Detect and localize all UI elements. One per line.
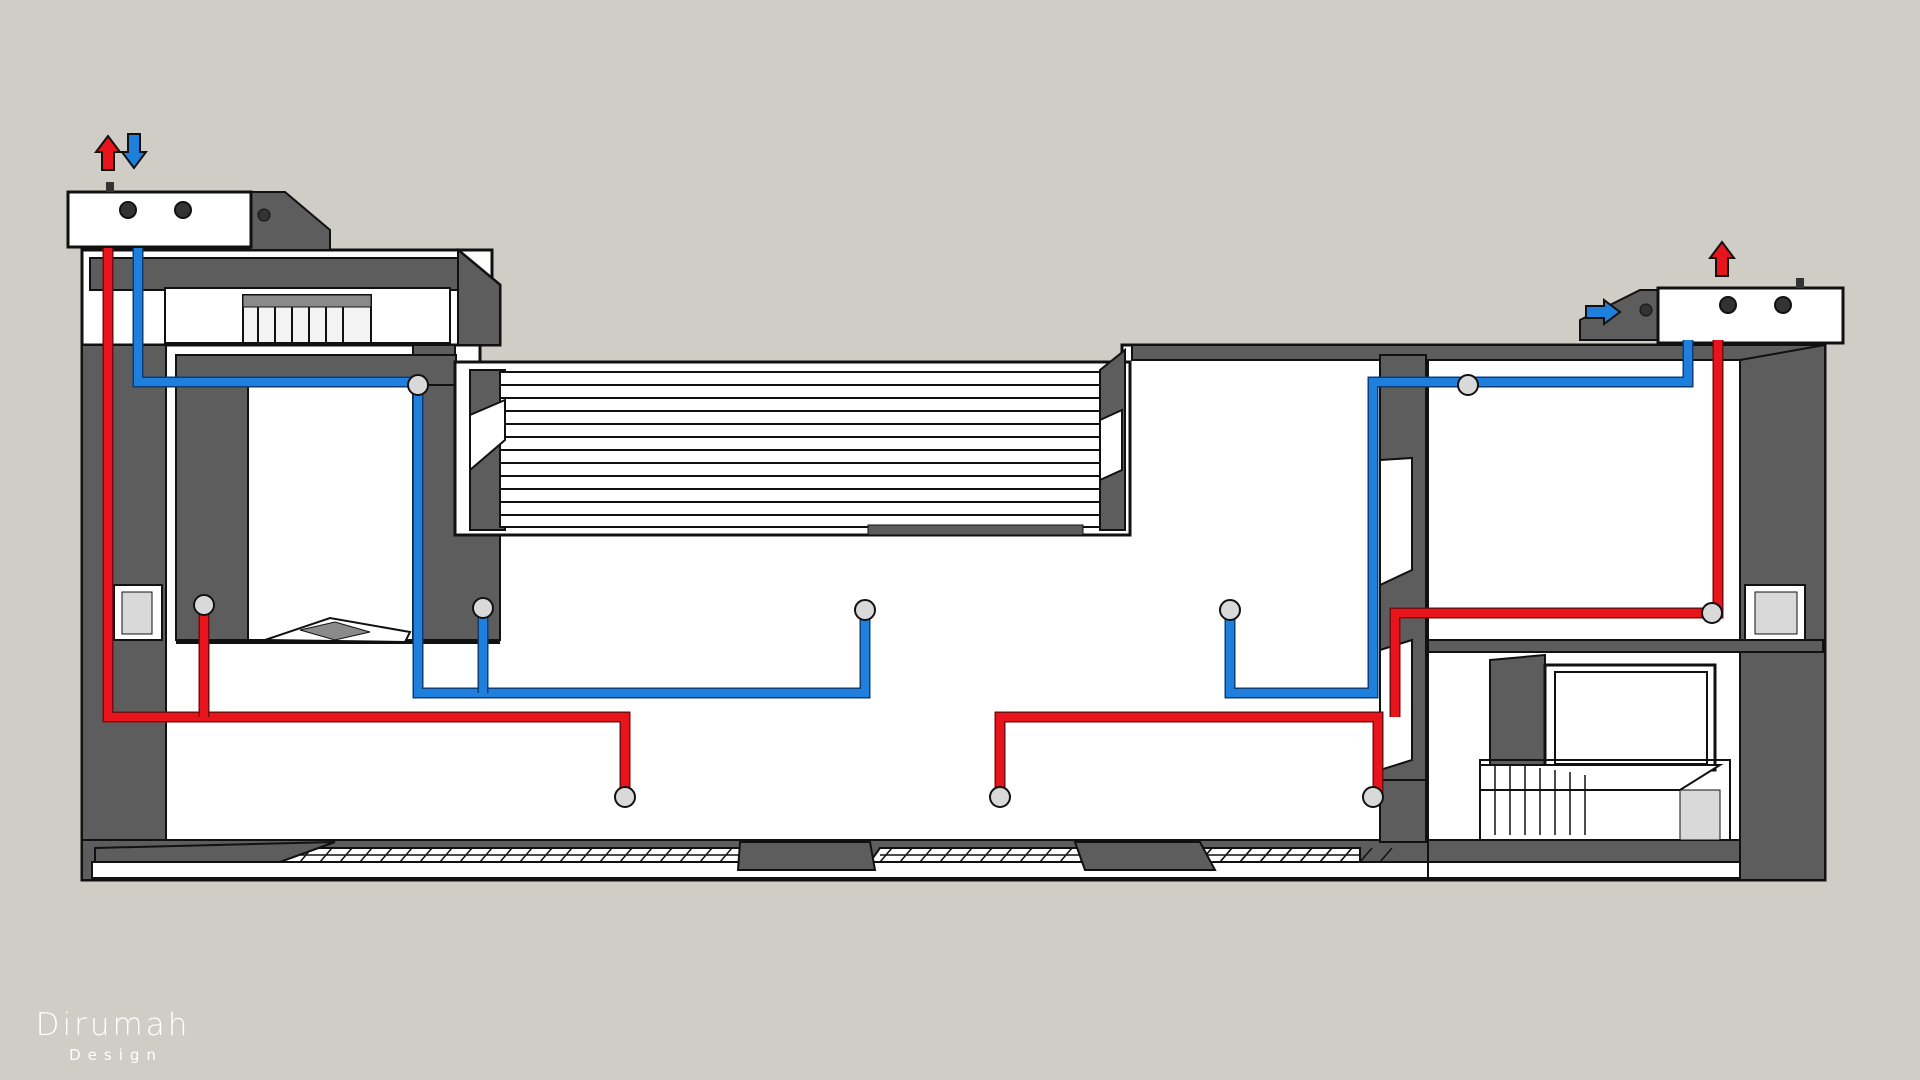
brand-subtitle: Design [69, 1046, 163, 1064]
cold-supply-ducts [132, 248, 1694, 699]
cabinet-unit [1479, 653, 1731, 841]
building-shell [80, 247, 1827, 882]
red-up-arrow-icon [94, 134, 122, 171]
air-vent-icon [472, 597, 494, 619]
air-vent-icon [1457, 374, 1479, 396]
blue-down-arrow-icon [120, 133, 148, 170]
air-vent-icon [614, 786, 636, 808]
red-up-arrow-icon [1708, 240, 1736, 277]
slatted-panel [242, 294, 372, 344]
brand-logo: Dirumah Design [18, 1008, 208, 1064]
air-vent-icon [1219, 599, 1241, 621]
air-vents [193, 374, 1723, 808]
air-vent-icon [989, 786, 1011, 808]
hot-exhaust-ducts [102, 248, 1724, 795]
air-vent-icon [1701, 602, 1723, 624]
air-vent-icon [1362, 786, 1384, 808]
left-hvac-unit [66, 182, 331, 251]
air-vent-icon [193, 594, 215, 616]
brand-name: Dirumah [35, 1007, 191, 1043]
air-vent-icon [407, 374, 429, 396]
right-hvac-unit [1579, 278, 1845, 345]
central-slatted-void [453, 347, 1132, 537]
blue-right-arrow-icon [1585, 298, 1622, 326]
air-vent-icon [854, 599, 876, 621]
